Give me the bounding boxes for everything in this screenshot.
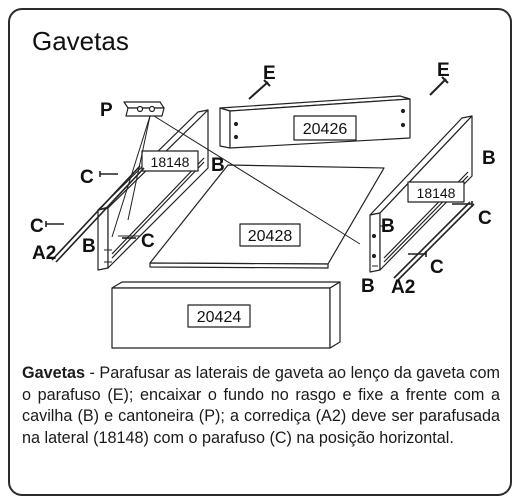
label-b-right-top: B xyxy=(482,148,496,169)
label-a2-right: A2 xyxy=(391,277,415,298)
instruction-lead: Gavetas xyxy=(22,364,85,382)
part-code-front: 20424 xyxy=(197,309,242,326)
label-e-right: E xyxy=(437,60,450,81)
label-e-left: E xyxy=(263,63,276,84)
screw-e-left xyxy=(248,79,271,100)
left-side-panel xyxy=(97,109,209,271)
instruction-text: Gavetas - Parafusar as laterais de gavet… xyxy=(22,363,500,449)
guide-lines xyxy=(104,115,388,267)
screws-c xyxy=(45,171,473,257)
front-panel xyxy=(111,281,341,349)
label-c-left: C xyxy=(30,216,44,237)
label-a2-left: A2 xyxy=(32,243,56,264)
slide-rail-left xyxy=(51,165,145,263)
instruction-body: - Parafusar as laterais de gaveta ao len… xyxy=(22,364,500,447)
back-panel xyxy=(219,95,411,149)
label-b-left: B xyxy=(82,236,96,257)
label-c-center: C xyxy=(141,231,155,252)
label-p: P xyxy=(100,100,113,121)
label-b-top: B xyxy=(211,155,225,176)
part-code-bottom: 20428 xyxy=(248,228,293,245)
part-code-left-side: 18148 xyxy=(151,154,190,170)
label-c-right-top: C xyxy=(478,208,492,229)
slide-rail-right xyxy=(393,201,475,281)
part-code-back: 20426 xyxy=(303,121,348,138)
label-c-left-top: C xyxy=(80,167,94,188)
bottom-panel xyxy=(149,164,385,269)
label-b-right: B xyxy=(381,216,395,237)
corner-bracket-p xyxy=(123,101,165,117)
right-side-panel xyxy=(369,115,473,273)
part-code-right-side: 18148 xyxy=(417,185,456,201)
page-title: Gavetas xyxy=(32,26,129,56)
label-b-right-bottom: B xyxy=(361,276,375,297)
label-c-right: C xyxy=(430,257,444,278)
screw-e-right xyxy=(429,76,449,96)
